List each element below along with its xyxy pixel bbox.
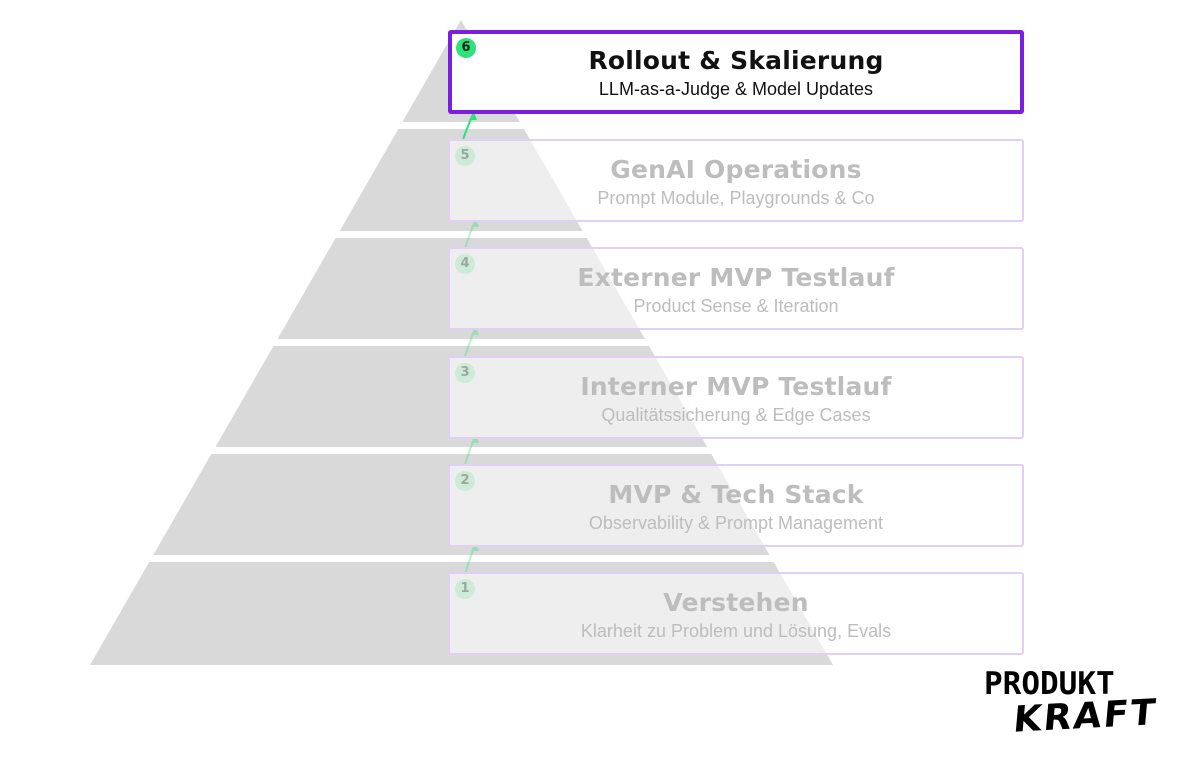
level-card-6: 6 Rollout & Skalierung LLM-as-a-Judge & … xyxy=(448,30,1024,114)
level-title: Interner MVP Testlauf xyxy=(580,372,892,401)
level-subtitle: Qualitätssicherung & Edge Cases xyxy=(601,405,871,425)
level-title: Externer MVP Testlauf xyxy=(577,263,895,292)
level-title: MVP & Tech Stack xyxy=(608,480,864,509)
level-subtitle: Observability & Prompt Management xyxy=(588,513,884,533)
level-subtitle: Klarheit zu Problem und Lösung, Evals xyxy=(580,621,892,641)
level-card-4: 4 Externer MVP Testlauf Product Sense & … xyxy=(448,247,1024,330)
level-number-badge: 4 xyxy=(455,254,475,274)
level-number-badge: 2 xyxy=(455,471,475,491)
produktkraft-logo: PRODUKT KRAFT xyxy=(978,666,1188,744)
level-arrow xyxy=(464,435,479,466)
level-title: GenAI Operations xyxy=(610,155,862,184)
level-card-3: 3 Interner MVP Testlauf Qualitätssicheru… xyxy=(448,356,1024,439)
level-card-5: 5 GenAI Operations Prompt Module, Playgr… xyxy=(448,139,1024,222)
level-subtitle: LLM-as-a-Judge & Model Updates xyxy=(598,79,874,99)
level-subtitle: Product Sense & Iteration xyxy=(633,296,839,316)
level-arrow xyxy=(462,112,477,141)
level-title: Rollout & Skalierung xyxy=(588,46,884,75)
logo-line-kraft: KRAFT xyxy=(1011,692,1159,741)
level-number-badge: 1 xyxy=(455,579,475,599)
level-card-1: 1 Verstehen Klarheit zu Problem und Lösu… xyxy=(448,572,1024,655)
level-arrow xyxy=(464,327,479,358)
level-number-badge: 5 xyxy=(455,146,475,166)
logo-line-produkt: PRODUKT xyxy=(984,666,1115,702)
level-subtitle: Prompt Module, Playgrounds & Co xyxy=(597,188,875,208)
level-card-2: 2 MVP & Tech Stack Observability & Promp… xyxy=(448,464,1024,547)
level-number-badge: 6 xyxy=(456,38,476,58)
level-number-badge: 3 xyxy=(455,363,475,383)
level-title: Verstehen xyxy=(663,588,809,617)
